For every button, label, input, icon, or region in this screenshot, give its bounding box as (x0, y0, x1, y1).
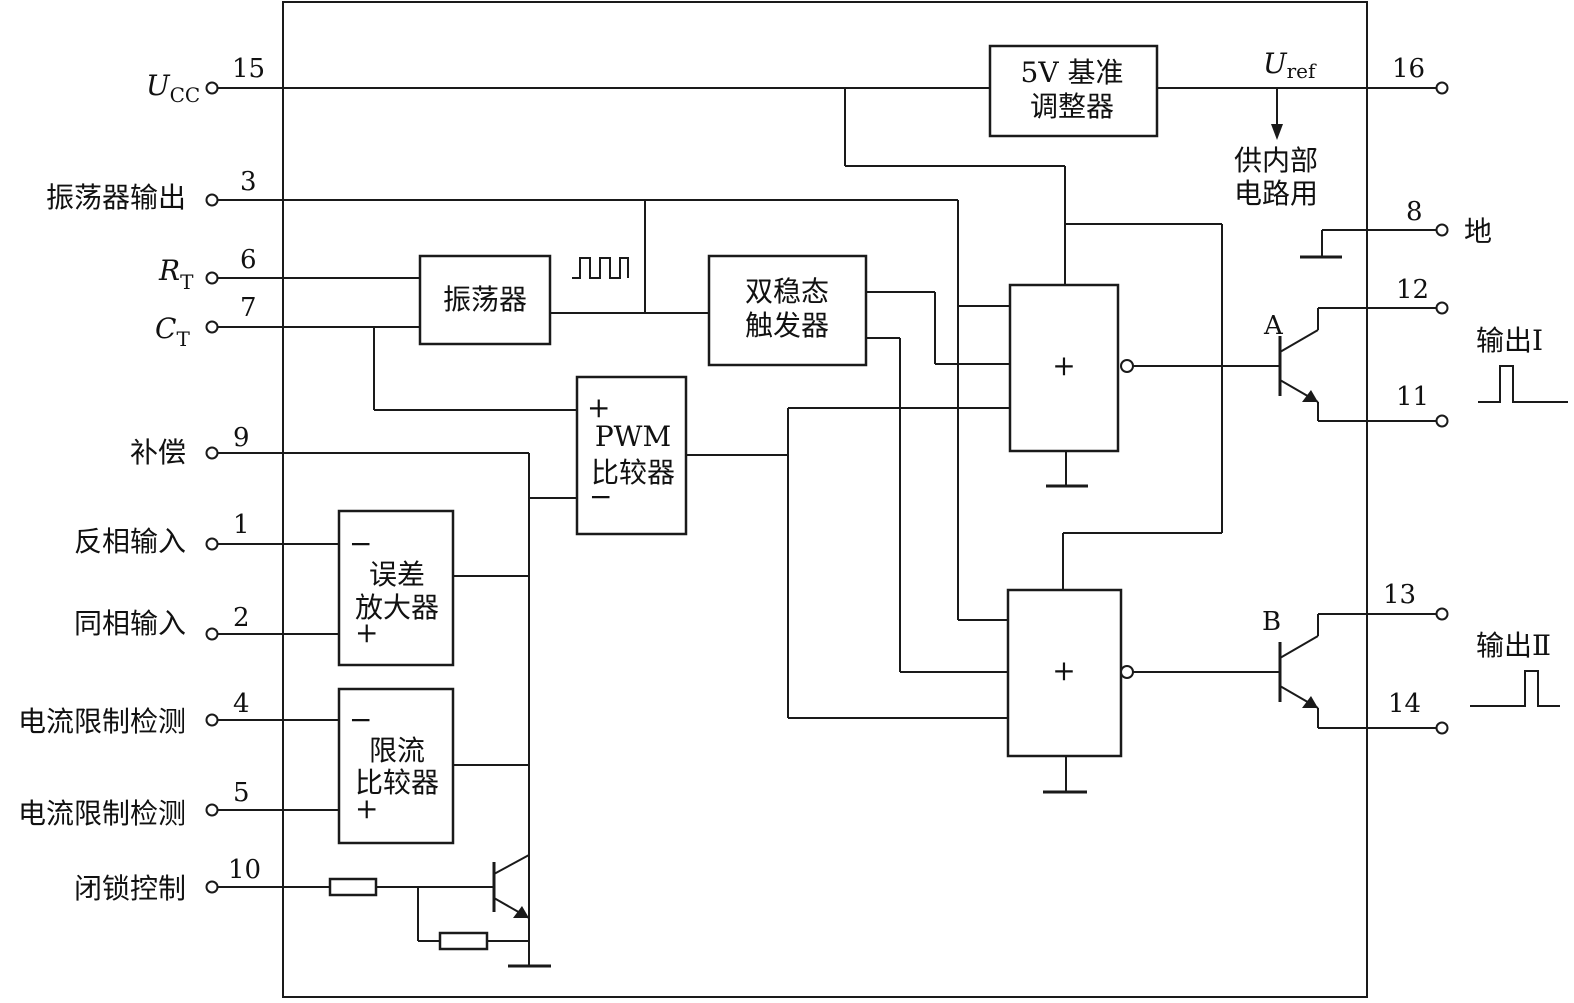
pwm-line1: PWM (595, 420, 671, 453)
transistor-a-label: A (1263, 311, 1284, 341)
pin-2-number: 2 (233, 603, 250, 633)
pin-cl-sense2-label: 电流限制检测 (18, 797, 186, 830)
flipflop-block: 双稳态 触发器 (707, 254, 868, 367)
transistor-shutdown (492, 854, 530, 941)
pin-9-number: 9 (233, 423, 250, 453)
output-2-label: 输出Ⅱ (1476, 629, 1551, 662)
pin-ucc-label: UCC (146, 69, 200, 107)
ref-block-line1: 5V 基准 (1021, 56, 1124, 89)
pin-comp-label: 补偿 (130, 436, 186, 469)
pin-rt-label: RT (158, 254, 194, 294)
pin-1-number: 1 (233, 510, 250, 540)
pwm-line2: 比较器 (591, 456, 675, 489)
pwm-minus: − (589, 480, 612, 513)
erramp-line1: 误差 (369, 558, 425, 591)
pwm-plus: + (587, 391, 610, 424)
error-amp-block: − 误差 放大器 + (337, 509, 455, 667)
erramp-plus: + (355, 616, 378, 649)
pin-15-number: 15 (232, 54, 265, 84)
oscillator-block: 振荡器 (418, 254, 552, 346)
pin-16-number: 16 (1392, 54, 1425, 84)
flipflop-line1: 双稳态 (745, 275, 829, 308)
pin-6-number: 6 (240, 245, 257, 275)
clamp-plus: + (355, 792, 378, 825)
gate-b-plus: + (1052, 654, 1075, 687)
clamp-line2: 比较器 (355, 766, 439, 799)
resistor-series (328, 877, 378, 897)
pin-gnd-label: 地 (1464, 215, 1492, 248)
clamp-line1: 限流 (369, 734, 425, 767)
gate-a-plus: + (1052, 349, 1075, 382)
pin-noninv-in-label: 同相输入 (74, 607, 186, 640)
output-a-pulse-icon (1478, 365, 1568, 403)
output-1-label: 输出Ⅰ (1476, 324, 1543, 357)
internal-line2: 电路用 (1234, 177, 1318, 210)
pin-cl-sense1-label: 电流限制检测 (18, 705, 186, 738)
ref-block-line2: 调整器 (1030, 90, 1114, 123)
resistor-pulldown (438, 931, 489, 951)
erramp-minus: − (349, 527, 372, 560)
wires (218, 87, 1436, 968)
pin-13-number: 13 (1383, 580, 1416, 610)
pin-ct-label: CT (155, 312, 190, 351)
pin-14-number: 14 (1388, 689, 1421, 719)
output-b-pulse-icon (1470, 670, 1560, 707)
pin-12-number: 12 (1396, 275, 1429, 305)
pin-osc-out-label: 振荡器输出 (46, 181, 186, 214)
pin-5-number: 5 (233, 778, 250, 808)
osc-block-label: 振荡器 (443, 283, 527, 316)
chip-outline (282, 1, 1368, 998)
transistor-b-label: B (1262, 607, 1281, 637)
nor-gate-b: + (1006, 588, 1134, 758)
internal-line1: 供内部 (1234, 144, 1318, 177)
pin-terminals (205, 81, 1449, 894)
clamp-minus: − (349, 703, 372, 736)
flipflop-line2: 触发器 (745, 309, 829, 342)
pin-8-number: 8 (1406, 197, 1423, 227)
pin-3-number: 3 (240, 167, 257, 197)
pin-11-number: 11 (1396, 382, 1429, 412)
current-limit-comparator-block: − 限流 比较器 + (337, 687, 455, 845)
pin-7-number: 7 (240, 293, 257, 323)
pin-inv-in-label: 反相输入 (74, 525, 186, 558)
pwm-comparator-block: + PWM 比较器 − (575, 375, 688, 536)
pin-shutdown-label: 闭锁控制 (74, 872, 186, 905)
erramp-line2: 放大器 (355, 591, 439, 624)
transistor-b (1278, 613, 1436, 729)
transistor-a (1278, 307, 1436, 422)
clock-pulse-icon (572, 257, 629, 279)
pin-4-number: 4 (233, 689, 250, 719)
pin-10-number: 10 (228, 855, 261, 885)
ref-regulator-block: 5V 基准 调整器 (988, 44, 1159, 138)
nor-gate-a: + (1008, 283, 1134, 453)
uref-label: Uref (1263, 47, 1317, 83)
